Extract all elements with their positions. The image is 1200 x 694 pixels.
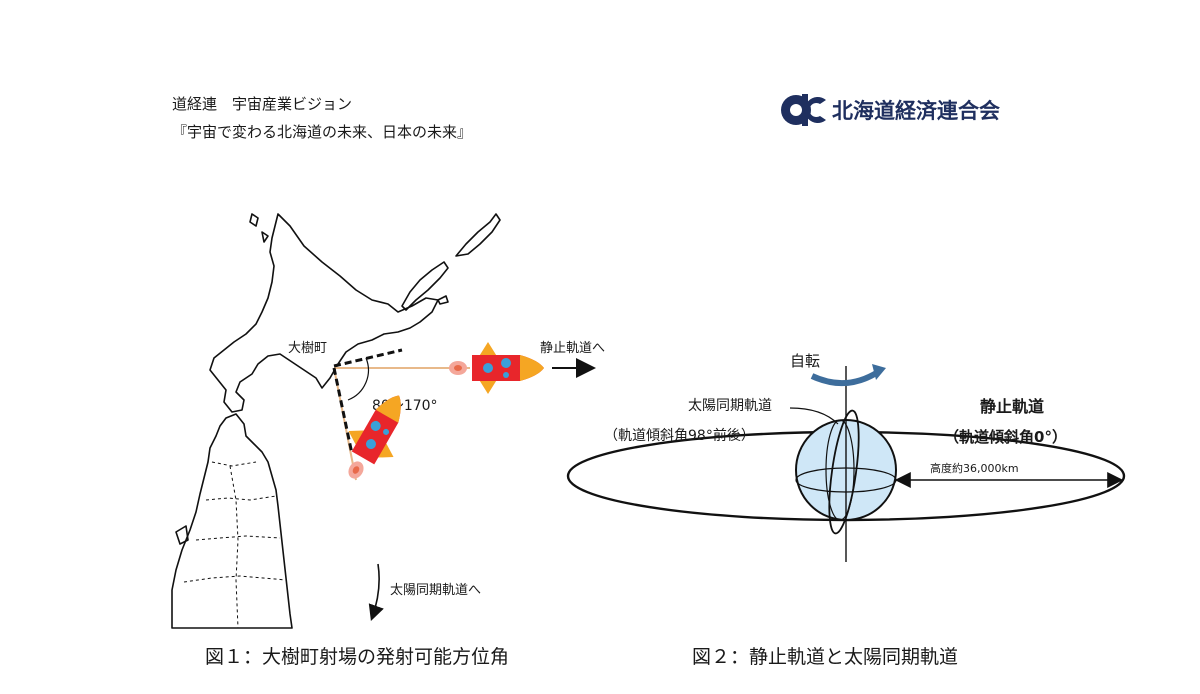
sso-leader-line (789, 407, 839, 425)
header-line-2: 『宇宙で変わる北海道の未来、日本の未来』 (172, 123, 473, 141)
rocket-geo-icon (449, 342, 544, 394)
sso-direction-arrow (368, 563, 384, 622)
logo-text: 北海道経済連合会 (832, 99, 1000, 123)
earth-meridian (825, 419, 855, 521)
sso-inclination-label: （軌道傾斜角98°前後） (604, 427, 755, 444)
hokkaido-outline (209, 213, 439, 413)
sso-destination-label: 太陽同期軌道へ (390, 582, 481, 598)
rishiri-island (249, 213, 259, 227)
sado-island (175, 525, 189, 545)
hokkaido-map (171, 213, 501, 629)
sso-orbit-ellipse (828, 409, 860, 535)
shikotan-island (437, 295, 449, 305)
rotation-label: 自転 (790, 352, 820, 370)
header-line-1: 道経連 宇宙産業ビジョン (172, 95, 353, 113)
rebun-island (261, 231, 269, 243)
honshu-outline (171, 413, 293, 629)
organization-logo: 北海道経済連合会 (780, 90, 1000, 130)
prefecture-borders (183, 461, 287, 629)
altitude-label: 高度約36,000km (930, 461, 1019, 475)
geo-inclination-label: （軌道傾斜角0°） (944, 428, 1067, 446)
azimuth-arc (347, 357, 369, 401)
geo-destination-label: 静止軌道へ (540, 340, 605, 356)
azimuth-limit-80 (333, 348, 403, 368)
dc-logo-icon (781, 94, 826, 126)
document-header: 道経連 宇宙産業ビジョン 『宇宙で変わる北海道の未来、日本の未来』 (172, 90, 472, 146)
rotation-arrow-head-icon (872, 364, 886, 380)
figure1-caption: 図１：大樹町射場の発射可能方位角 (205, 646, 510, 668)
rocket-sso-icon (348, 395, 401, 479)
launch-site-label: 大樹町 (288, 341, 327, 356)
geo-label: 静止軌道 (980, 397, 1044, 416)
etorofu-island (455, 213, 501, 257)
rotation-arrow-icon (810, 369, 880, 387)
azimuth-limit-170 (332, 367, 354, 455)
sso-label: 太陽同期軌道 (688, 398, 772, 414)
kunashiri-island (401, 261, 449, 311)
figure2-caption: 図２：静止軌道と太陽同期軌道 (692, 646, 959, 668)
